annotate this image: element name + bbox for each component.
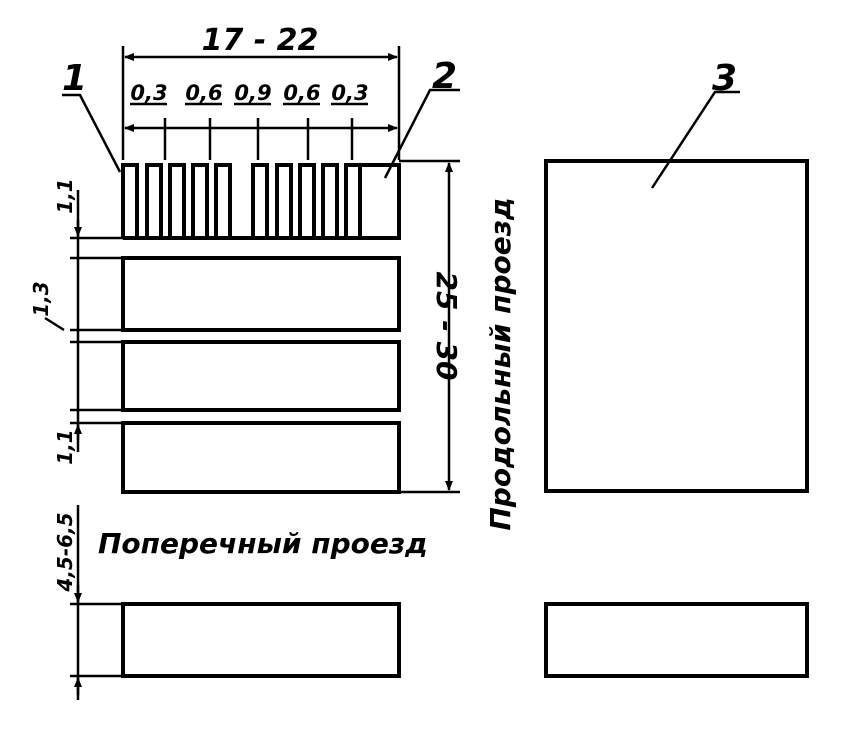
stack-row-bottom-right xyxy=(544,602,809,678)
callout-2: 2 xyxy=(432,56,457,97)
gap-label-5: 0,3 xyxy=(331,81,368,105)
leader-middle-gap xyxy=(44,316,65,332)
stack-large-right xyxy=(544,159,809,493)
gap-label-1: 0,3 xyxy=(130,81,167,105)
cross-passage-width-label: 4,5-6,5 xyxy=(53,512,77,592)
stack-row-4 xyxy=(121,421,401,494)
leader-3 xyxy=(650,90,740,189)
leader-1 xyxy=(62,93,122,173)
stack-row-bottom-left xyxy=(121,602,401,678)
comb-stack xyxy=(121,163,401,240)
cross-passage-label: Поперечный проезд xyxy=(98,527,428,560)
leader-2 xyxy=(383,88,460,179)
stack-row-3 xyxy=(121,340,401,412)
height-label: 25 - 30 xyxy=(430,271,463,380)
gap-ticks xyxy=(163,118,354,160)
bottom-gap-label: 1,1 xyxy=(53,429,77,464)
callout-3: 3 xyxy=(712,58,737,99)
top-gap-label: 1,1 xyxy=(53,178,77,213)
callout-1: 1 xyxy=(62,58,87,99)
overall-width-label: 17 - 22 xyxy=(202,23,319,58)
stack-row-2 xyxy=(121,256,401,332)
longitudinal-passage-label: Продольный проезд xyxy=(484,197,517,530)
gap-label-2: 0,6 xyxy=(185,81,222,105)
gap-label-4: 0,6 xyxy=(283,81,320,105)
gap-label-3: 0,9 xyxy=(234,81,271,105)
middle-gap-label: 1,3 xyxy=(29,281,53,316)
